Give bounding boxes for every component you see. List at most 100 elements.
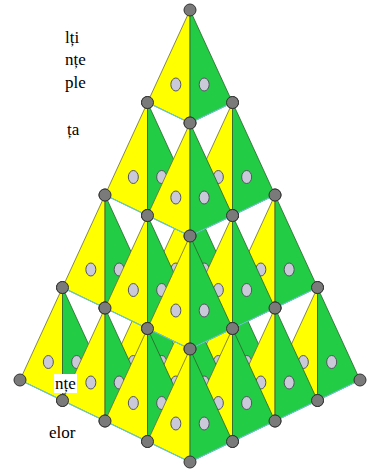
vertex-dot — [142, 210, 154, 222]
yellow-face — [148, 349, 191, 462]
face-dot — [171, 304, 181, 317]
vertex-dot — [99, 302, 111, 314]
face-dot — [199, 191, 209, 204]
vertex-dot — [269, 302, 281, 314]
text-fragment: nțe — [64, 50, 87, 69]
vertex-dot — [269, 302, 281, 314]
vertex-dot — [354, 374, 366, 386]
vertex-dot — [227, 210, 239, 222]
base-edge — [318, 380, 361, 401]
yellow-face — [148, 123, 191, 236]
base-edge — [233, 421, 276, 442]
green-face — [233, 103, 276, 216]
vertex-dot — [142, 436, 154, 448]
face-dot — [284, 263, 294, 276]
green-face — [233, 329, 276, 442]
vertex-dot — [57, 395, 69, 407]
vertex-dot — [99, 302, 111, 314]
base-edge — [63, 401, 106, 422]
yellow-face — [63, 195, 106, 308]
vertex-dot — [184, 230, 196, 242]
green-face — [318, 288, 361, 401]
text-fragment: nțe — [54, 374, 77, 393]
base-edge — [63, 288, 106, 309]
vertex-dot — [184, 230, 196, 242]
face-dot — [86, 376, 96, 389]
face-dot — [242, 171, 252, 184]
vertex-dot — [57, 282, 69, 294]
face-dot — [171, 78, 181, 91]
text-fragment: ple — [64, 73, 87, 92]
vertex-dot — [227, 436, 239, 448]
vertex-dot — [227, 323, 239, 335]
base-edge — [105, 308, 148, 329]
vertex-dot — [269, 189, 281, 201]
vertex-dot — [142, 210, 154, 222]
face-dot — [43, 356, 53, 369]
vertex-dot — [312, 395, 324, 407]
face-dot — [242, 284, 252, 297]
base-edge — [190, 329, 233, 350]
base-edge — [190, 442, 233, 463]
green-face — [275, 308, 318, 421]
vertex-dot — [227, 210, 239, 222]
text-fragment: ța — [66, 120, 80, 139]
vertex-dot — [269, 415, 281, 427]
base-edge — [105, 195, 148, 216]
text-fragment: elor — [48, 423, 76, 442]
vertex-dot — [142, 323, 154, 335]
vertex-dot — [312, 282, 324, 294]
vertex-dot — [184, 343, 196, 355]
vertex-dot — [269, 189, 281, 201]
green-face — [233, 216, 276, 329]
vertex-dot — [312, 395, 324, 407]
face-dot — [128, 397, 138, 410]
face-dot — [128, 284, 138, 297]
base-edge — [148, 329, 191, 350]
vertex-dot — [99, 415, 111, 427]
base-edge — [190, 216, 233, 237]
vertex-dot — [99, 189, 111, 201]
yellow-face — [148, 236, 191, 349]
vertex-dot — [99, 302, 111, 314]
face-dot — [171, 417, 181, 430]
yellow-face — [105, 216, 148, 329]
vertex-dot — [227, 97, 239, 109]
base-edge — [233, 195, 276, 216]
green-face — [275, 195, 318, 308]
vertex-dot — [227, 436, 239, 448]
face-dot — [128, 171, 138, 184]
base-edge — [148, 442, 191, 463]
base-edge — [148, 103, 191, 124]
text-fragment: lți — [64, 28, 80, 47]
vertex-dot — [184, 4, 196, 16]
vertex-dot — [142, 210, 154, 222]
vertex-dot — [57, 395, 69, 407]
vertex-dot — [142, 323, 154, 335]
yellow-face — [105, 329, 148, 442]
base-edge — [275, 288, 318, 309]
vertex-dot — [269, 415, 281, 427]
face-dot — [171, 191, 181, 204]
face-dot — [327, 356, 337, 369]
vertex-dot — [184, 117, 196, 129]
vertex-dot — [142, 97, 154, 109]
green-face — [190, 349, 233, 462]
vertex-dot — [184, 117, 196, 129]
face-dot — [199, 417, 209, 430]
yellow-face — [148, 10, 191, 123]
vertex-dot — [227, 323, 239, 335]
yellow-face — [105, 103, 148, 216]
vertex-dot — [142, 436, 154, 448]
vertex-dot — [14, 374, 26, 386]
base-edge — [105, 421, 148, 442]
face-dot — [242, 397, 252, 410]
vertex-dot — [99, 415, 111, 427]
vertex-dot — [312, 282, 324, 294]
vertex-dot — [227, 97, 239, 109]
vertex-dot — [142, 323, 154, 335]
face-dot — [199, 78, 209, 91]
vertex-dot — [269, 302, 281, 314]
green-face — [190, 123, 233, 236]
